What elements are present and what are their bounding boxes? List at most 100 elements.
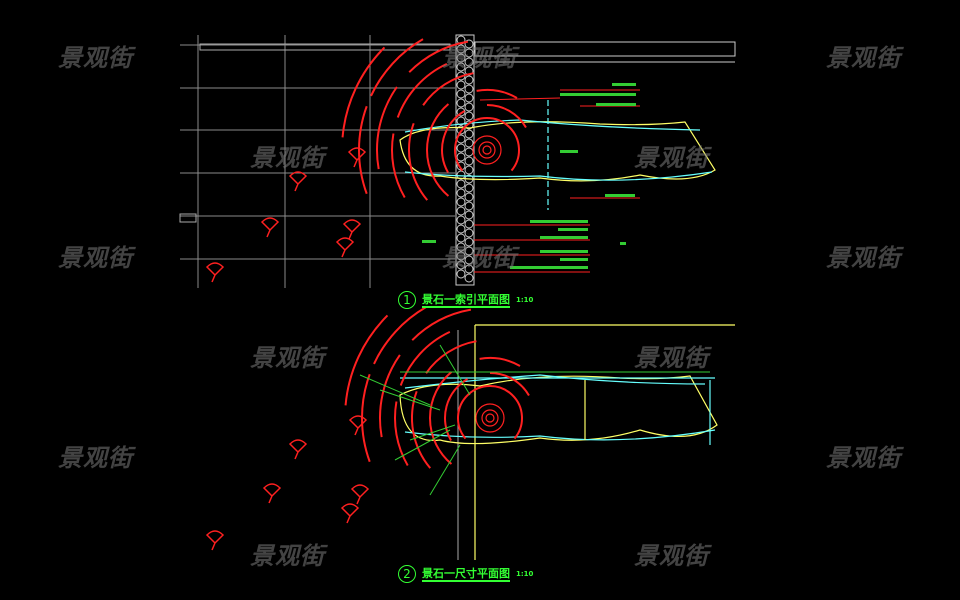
pebble [464, 48, 474, 58]
pebble [464, 273, 474, 283]
watermark: 景观街 [442, 44, 517, 72]
drawing-number: 1 [398, 291, 416, 309]
dimension-line [429, 444, 461, 496]
pebble [464, 228, 474, 238]
dimension-line [439, 344, 471, 396]
pebble [464, 138, 474, 148]
ginkgo-leaf-icon [288, 439, 308, 460]
ripple-arc [376, 86, 398, 170]
pebble [464, 111, 474, 121]
pebble [456, 125, 466, 135]
ginkgo-leaf-icon [205, 262, 225, 283]
pebble [464, 57, 474, 67]
ripple-arc [379, 354, 401, 438]
pebble [456, 98, 466, 108]
drawing-name: 景石一索引平面图 [422, 292, 510, 308]
pebble [456, 143, 466, 153]
pebble [456, 80, 466, 90]
drawing-title-1: 1 景石一索引平面图 1:10 [398, 291, 533, 309]
ginkgo-leaf-icon [348, 415, 368, 436]
pebble [464, 102, 474, 112]
watermark: 景观街 [634, 144, 709, 172]
watermark: 景观街 [826, 244, 901, 272]
ripple-arcs-1 [341, 38, 527, 201]
ripple-arc [486, 104, 527, 129]
drawing-title-2: 2 景石一尺寸平面图 1:10 [398, 565, 533, 583]
watermark: 景观街 [442, 244, 517, 272]
pebble [456, 224, 466, 234]
ginkgo-leaf-icon [340, 503, 360, 524]
ripple-ring [481, 409, 499, 427]
ripple-arc [422, 72, 474, 106]
dimension-line [359, 374, 431, 406]
pebble [464, 147, 474, 157]
paving-grid [180, 35, 455, 288]
pebble [456, 53, 466, 63]
ripple-arc [479, 357, 521, 367]
ripple-arc [396, 62, 448, 118]
stone-wall [179, 34, 736, 286]
ripple-arc [441, 110, 466, 173]
ripple-arc [394, 401, 409, 466]
ripple-arcs-2 [344, 306, 530, 469]
ripple-arc [425, 340, 477, 374]
pebble [456, 44, 466, 54]
pebble [464, 255, 474, 265]
pebble [456, 242, 466, 252]
ripple-ring [472, 135, 502, 165]
ripple-arc [408, 122, 429, 201]
pebble [464, 156, 474, 166]
ripple-ring [485, 413, 495, 423]
pebble [456, 260, 466, 270]
watermark: 景观街 [58, 244, 133, 272]
pebble [464, 120, 474, 130]
ginkgo-leaf-icon [342, 219, 362, 240]
ripple-arc [358, 105, 368, 195]
watermark: 景观街 [634, 344, 709, 372]
dimension-line [379, 389, 441, 411]
edge-lines-2 [474, 324, 735, 560]
pebble [464, 192, 474, 202]
ripple-arc [361, 373, 371, 463]
watermark: 景观街 [250, 144, 325, 172]
ginkgo-leaf-symbols [205, 147, 370, 551]
watermark: 景观街 [826, 444, 901, 472]
rock-outline-1 [399, 100, 716, 210]
drawing-number: 2 [398, 565, 416, 583]
pebble [464, 219, 474, 229]
pebble [464, 93, 474, 103]
ginkgo-leaf-icon [260, 217, 280, 238]
ripple-arc [344, 314, 389, 406]
pebble [464, 246, 474, 256]
pebble [456, 62, 466, 72]
pebble [456, 179, 466, 189]
pebble [456, 206, 466, 216]
pebble [456, 89, 466, 99]
pebble [456, 116, 466, 126]
annotation-text-1 [422, 83, 636, 269]
ripple-arc [411, 308, 472, 341]
pebble [464, 75, 474, 85]
pebble [464, 264, 474, 274]
ripple-arc [426, 103, 450, 197]
ripple-arc [341, 46, 386, 138]
dimension-lines-2 [359, 344, 710, 496]
pebble [456, 233, 466, 243]
ripple-arc [373, 306, 427, 365]
pebble [464, 237, 474, 247]
pebble [456, 107, 466, 117]
ginkgo-leaf-icon [262, 483, 282, 504]
pebble [464, 129, 474, 139]
pebble [464, 165, 474, 175]
watermark: 景观街 [58, 444, 133, 472]
ripple-ring [478, 141, 496, 159]
ripple-arc [444, 378, 469, 441]
watermark: 景观街 [250, 344, 325, 372]
ginkgo-leaf-icon [350, 484, 370, 505]
ripple-arc [476, 89, 518, 99]
ripple-arc [411, 390, 432, 469]
ginkgo-leaf-icon [205, 530, 225, 551]
watermark: 景观街 [250, 542, 325, 570]
watermark: 景观街 [826, 44, 901, 72]
